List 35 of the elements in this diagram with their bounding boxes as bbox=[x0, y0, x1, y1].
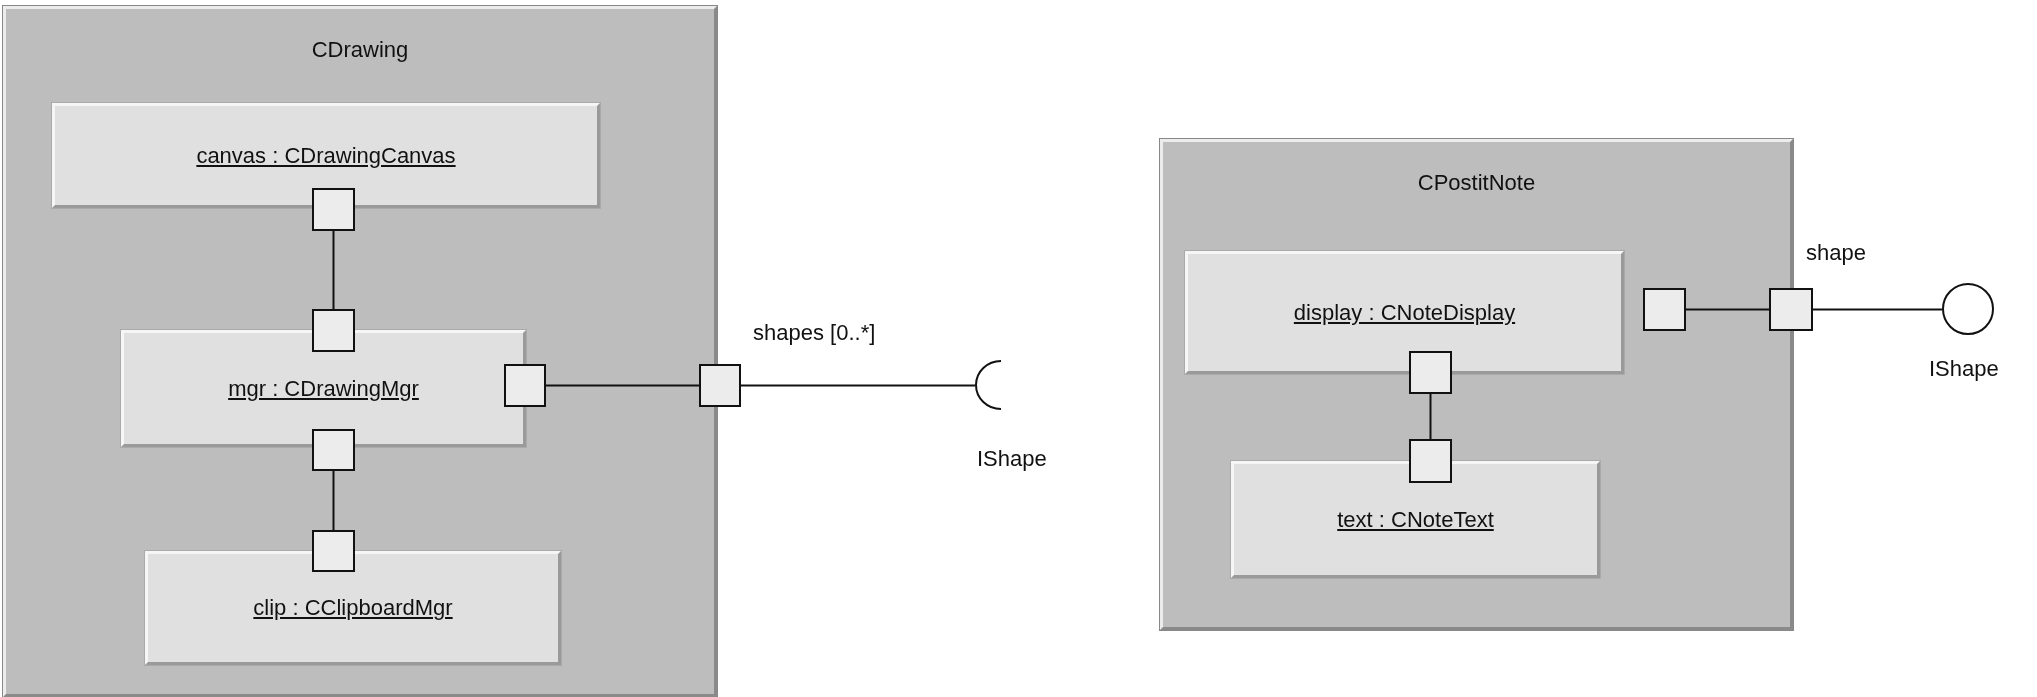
port-square bbox=[312, 530, 355, 572]
part-name: text : CNoteText bbox=[1337, 506, 1494, 533]
port-name: shape bbox=[1806, 240, 1866, 266]
port-square bbox=[1409, 439, 1452, 483]
port-square bbox=[1643, 288, 1686, 331]
part-box bbox=[145, 551, 561, 665]
port-name: shapes [0..*] bbox=[753, 320, 876, 346]
connector-line bbox=[1685, 308, 1770, 311]
part-name: display : CNoteDisplay bbox=[1293, 299, 1516, 326]
part-name: clip : CClipboardMgr bbox=[253, 595, 453, 621]
connector-line bbox=[332, 230, 335, 310]
connector-line bbox=[740, 384, 976, 387]
port-square bbox=[699, 364, 741, 407]
component-box bbox=[3, 6, 717, 697]
port-square bbox=[1409, 351, 1452, 394]
port-square bbox=[1769, 288, 1813, 331]
component-name: CPostitNote bbox=[1416, 170, 1537, 196]
component-name: CDrawing bbox=[310, 37, 410, 63]
port-square bbox=[312, 429, 355, 471]
part-box bbox=[1185, 251, 1624, 374]
port-square bbox=[312, 309, 355, 352]
port-square bbox=[312, 188, 355, 231]
interface-name: IShape bbox=[1929, 356, 1999, 382]
connector-line bbox=[1429, 393, 1432, 440]
component-box bbox=[1160, 139, 1793, 630]
part-box bbox=[1231, 461, 1600, 578]
part-name: canvas : CDrawingCanvas bbox=[196, 142, 456, 169]
connector-line bbox=[545, 384, 700, 387]
connector-line bbox=[332, 470, 335, 531]
part-name: mgr : CDrawingMgr bbox=[228, 375, 419, 402]
interface-name: IShape bbox=[977, 446, 1047, 472]
connector-line bbox=[1812, 308, 1943, 311]
part-box bbox=[52, 103, 600, 208]
part-box bbox=[121, 330, 526, 447]
port-square bbox=[504, 364, 546, 407]
